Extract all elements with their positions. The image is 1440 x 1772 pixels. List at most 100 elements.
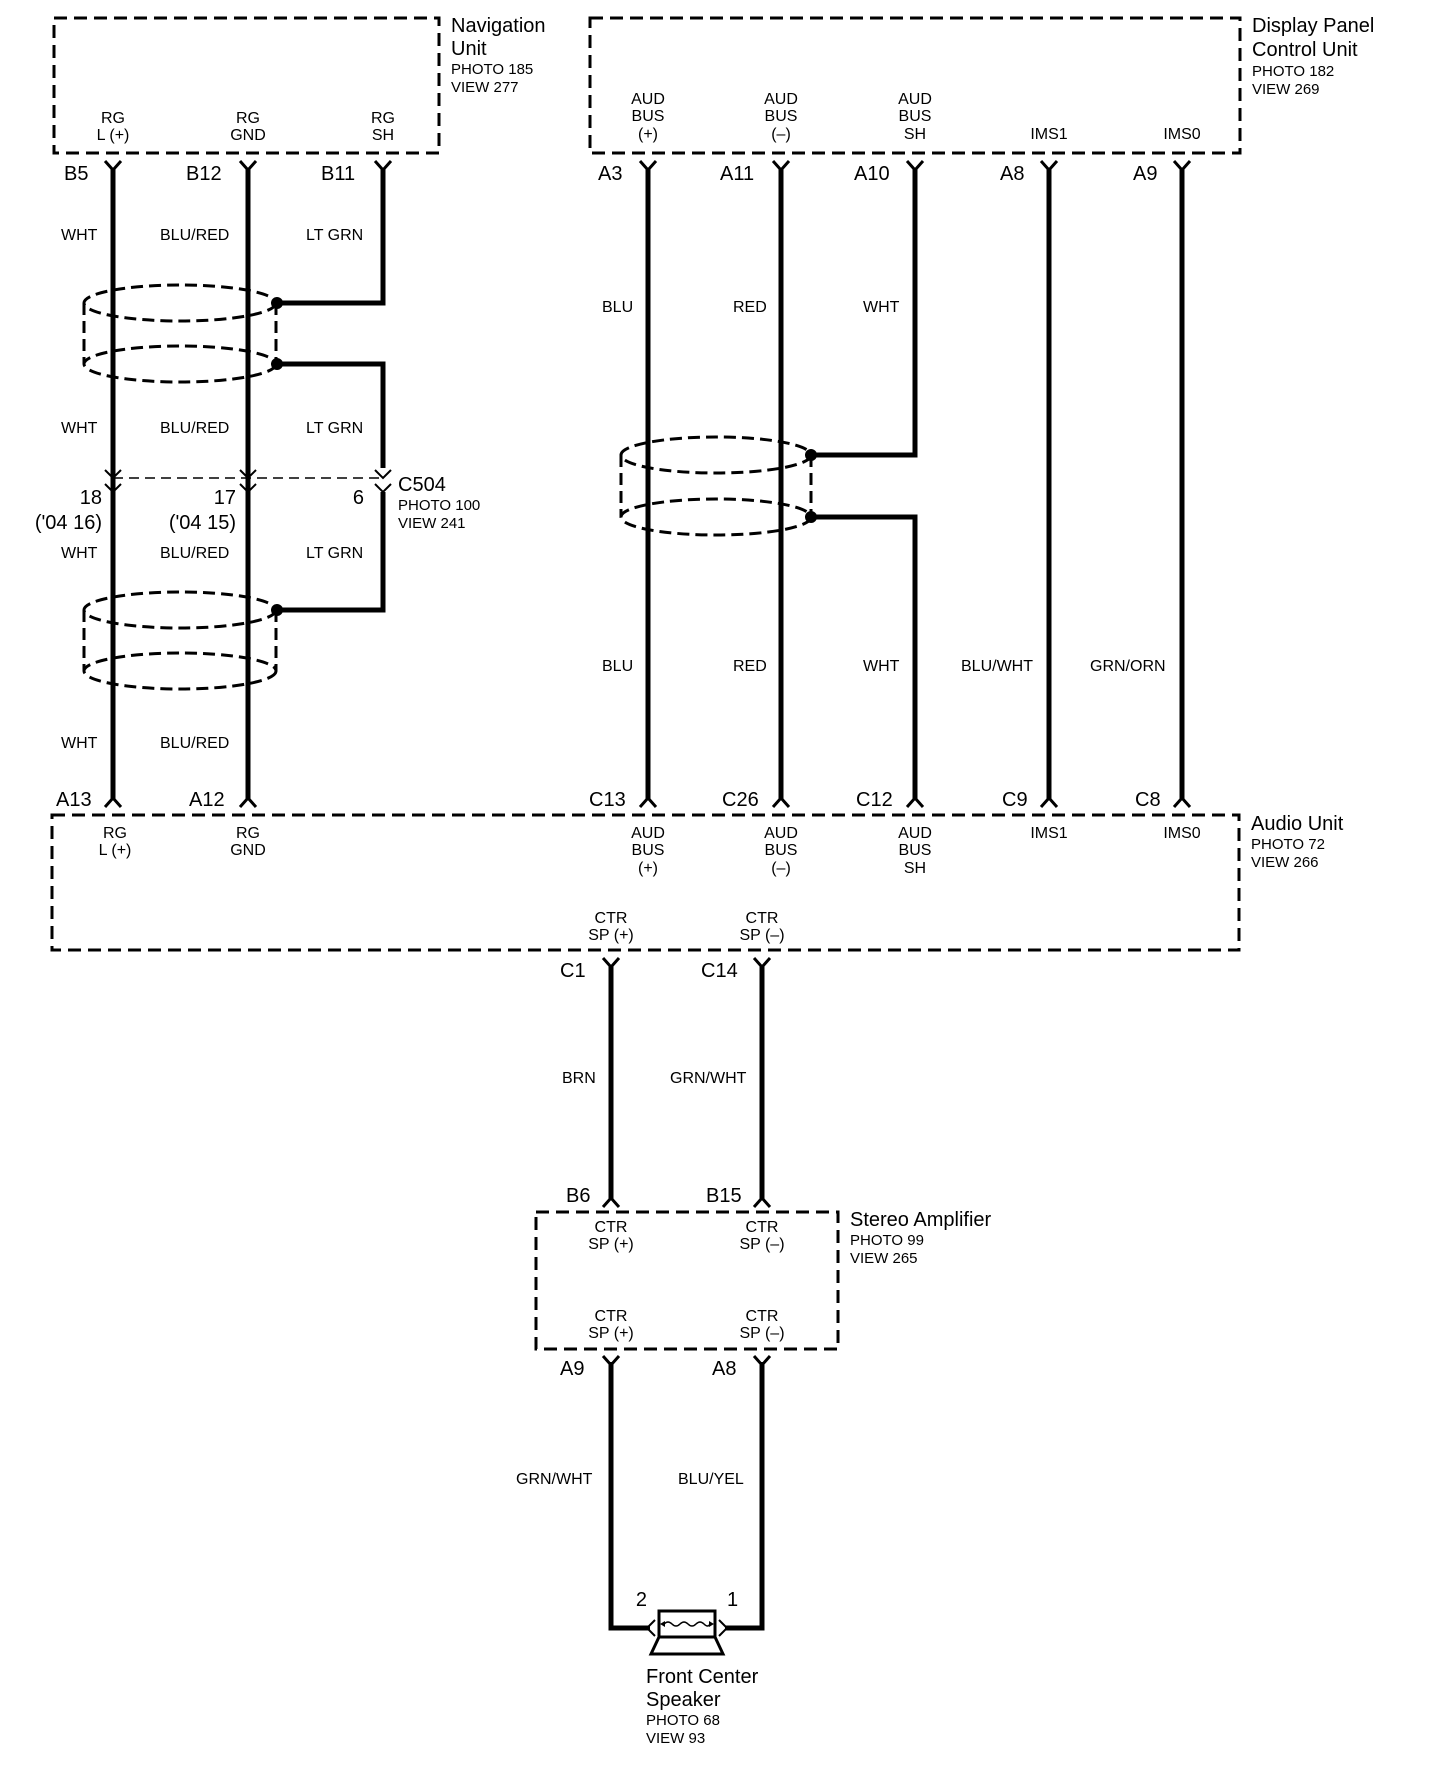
terminal-label: L (+) bbox=[97, 127, 130, 144]
connector-terminal-mark bbox=[1172, 795, 1192, 808]
c504-name: C504 bbox=[398, 474, 446, 496]
terminal-label: SH bbox=[904, 860, 926, 877]
connector-terminal-mark bbox=[638, 160, 658, 173]
terminal-label: AUD bbox=[764, 825, 798, 842]
wire-label: BRN bbox=[562, 1070, 596, 1087]
wire-label: GRN/WHT bbox=[670, 1070, 747, 1087]
connector-terminal-mark bbox=[373, 160, 393, 173]
connector-terminal-mark bbox=[905, 160, 925, 173]
pin-label: B15 bbox=[706, 1185, 742, 1207]
pin-label: A3 bbox=[598, 163, 622, 185]
wire-wht bbox=[811, 168, 918, 458]
audio-unit-photo: PHOTO 72 bbox=[1251, 836, 1325, 853]
c504-view: VIEW 241 bbox=[398, 515, 466, 532]
shield-lower bbox=[82, 590, 278, 691]
display-panel-box bbox=[588, 16, 1242, 155]
connector-terminal-mark bbox=[1172, 160, 1192, 173]
terminal-label: SH bbox=[904, 126, 926, 143]
terminal-label: BUS bbox=[765, 842, 798, 859]
terminal-label: BUS bbox=[765, 108, 798, 125]
terminal-label: SP (+) bbox=[588, 1325, 634, 1342]
wire-label: LT GRN bbox=[306, 227, 363, 244]
inline-connector bbox=[104, 469, 122, 494]
pin-label: C9 bbox=[1002, 789, 1028, 811]
wire-label: BLU bbox=[602, 658, 633, 675]
stereo-amplifier: Stereo Amplifier PHOTO 99 VIEW 265 B6 B1… bbox=[534, 1185, 992, 1380]
terminal-label: AUD bbox=[898, 825, 932, 842]
stereo-amplifier-view: VIEW 265 bbox=[850, 1250, 918, 1267]
inline-connector bbox=[374, 469, 392, 494]
terminal-label: SP (+) bbox=[588, 1236, 634, 1253]
pin-label: C14 bbox=[701, 960, 738, 982]
display-panel-wires: BLU RED WHT BLU RED WHT BLU/WHT GRN/ORN bbox=[602, 168, 1185, 800]
terminal-label: RG bbox=[101, 110, 125, 127]
connector-terminal-mark bbox=[103, 160, 123, 173]
wire-label: WHT bbox=[863, 299, 900, 316]
terminal-label: IMS1 bbox=[1030, 825, 1067, 842]
pin-label: A8 bbox=[712, 1358, 736, 1380]
pin-label: A13 bbox=[56, 789, 92, 811]
c504-alt-pin: ('04 16) bbox=[35, 512, 102, 534]
pin-label: C8 bbox=[1135, 789, 1161, 811]
terminal-label: AUD bbox=[898, 91, 932, 108]
c504-pin: 6 bbox=[353, 487, 364, 509]
wire-label: GRN/WHT bbox=[516, 1471, 593, 1488]
display-panel-view: VIEW 269 bbox=[1252, 81, 1320, 98]
pin-label: C12 bbox=[856, 789, 893, 811]
display-panel-control-unit: Display Panel Control Unit PHOTO 182 VIE… bbox=[588, 15, 1374, 185]
wire-label: BLU/YEL bbox=[678, 1471, 744, 1488]
connector-terminal-mark bbox=[752, 1195, 772, 1208]
wire-label: LT GRN bbox=[306, 545, 363, 562]
terminal-label: GND bbox=[230, 842, 266, 859]
audio-unit: Audio Unit PHOTO 72 VIEW 266 A13 A12 C13… bbox=[50, 789, 1344, 982]
connector-terminal-mark bbox=[601, 957, 621, 970]
navigation-unit: Navigation Unit PHOTO 185 VIEW 277 RG L … bbox=[52, 15, 546, 185]
navigation-unit-view: VIEW 277 bbox=[451, 79, 519, 96]
speaker-photo: PHOTO 68 bbox=[646, 1712, 720, 1729]
terminal-label: SP (–) bbox=[739, 1236, 784, 1253]
wire-lt-grn bbox=[277, 168, 386, 306]
connector-terminal-mark bbox=[771, 160, 791, 173]
connector-terminal-mark bbox=[1039, 795, 1059, 808]
pin-label: B11 bbox=[321, 163, 355, 185]
terminal-label: BUS bbox=[899, 108, 932, 125]
speaker-view: VIEW 93 bbox=[646, 1730, 705, 1747]
speaker-name: Speaker bbox=[646, 1689, 721, 1711]
pin-label: A11 bbox=[720, 163, 754, 185]
wire-label: BLU/RED bbox=[160, 735, 229, 752]
c504-pin: 18 bbox=[80, 487, 102, 509]
connector-terminal-mark bbox=[601, 1355, 621, 1368]
terminal-label: BUS bbox=[632, 108, 665, 125]
pin-label: B5 bbox=[64, 163, 88, 185]
pin-label: C1 bbox=[560, 960, 586, 982]
wire-label: WHT bbox=[61, 545, 98, 562]
display-panel-name: Display Panel bbox=[1252, 15, 1374, 37]
wire-wht bbox=[811, 514, 918, 800]
stereo-amplifier-name: Stereo Amplifier bbox=[850, 1209, 992, 1231]
terminal-label: RG bbox=[371, 110, 395, 127]
terminal-label: RG bbox=[236, 825, 260, 842]
terminal-label: AUD bbox=[764, 91, 798, 108]
navigation-wires: WHT BLU/RED LT GRN WHT BLU/RED LT GRN WH… bbox=[61, 168, 386, 800]
amplifier-input-wires: BRN GRN/WHT bbox=[562, 965, 765, 1200]
wire-lt-grn bbox=[277, 492, 386, 613]
speaker-pin: 2 bbox=[636, 1589, 647, 1611]
pin-label: B12 bbox=[186, 163, 222, 185]
terminal-label: L (+) bbox=[99, 842, 132, 859]
navigation-unit-name: Unit bbox=[451, 38, 487, 60]
wire-label: RED bbox=[733, 658, 767, 675]
navigation-unit-box bbox=[52, 16, 441, 155]
terminal-label: SP (–) bbox=[739, 1325, 784, 1342]
terminal-label: AUD bbox=[631, 825, 665, 842]
connector-terminal-mark bbox=[238, 160, 258, 173]
connector-terminal-mark bbox=[601, 1195, 621, 1208]
terminal-label: CTR bbox=[746, 1308, 779, 1325]
connector-terminal-mark bbox=[752, 957, 772, 970]
pin-label: A8 bbox=[1000, 163, 1024, 185]
shield-audio-bus bbox=[619, 435, 813, 537]
stereo-amplifier-photo: PHOTO 99 bbox=[850, 1232, 924, 1249]
terminal-label: SP (+) bbox=[588, 927, 634, 944]
c504-photo: PHOTO 100 bbox=[398, 497, 480, 514]
terminal-label: CTR bbox=[595, 910, 628, 927]
